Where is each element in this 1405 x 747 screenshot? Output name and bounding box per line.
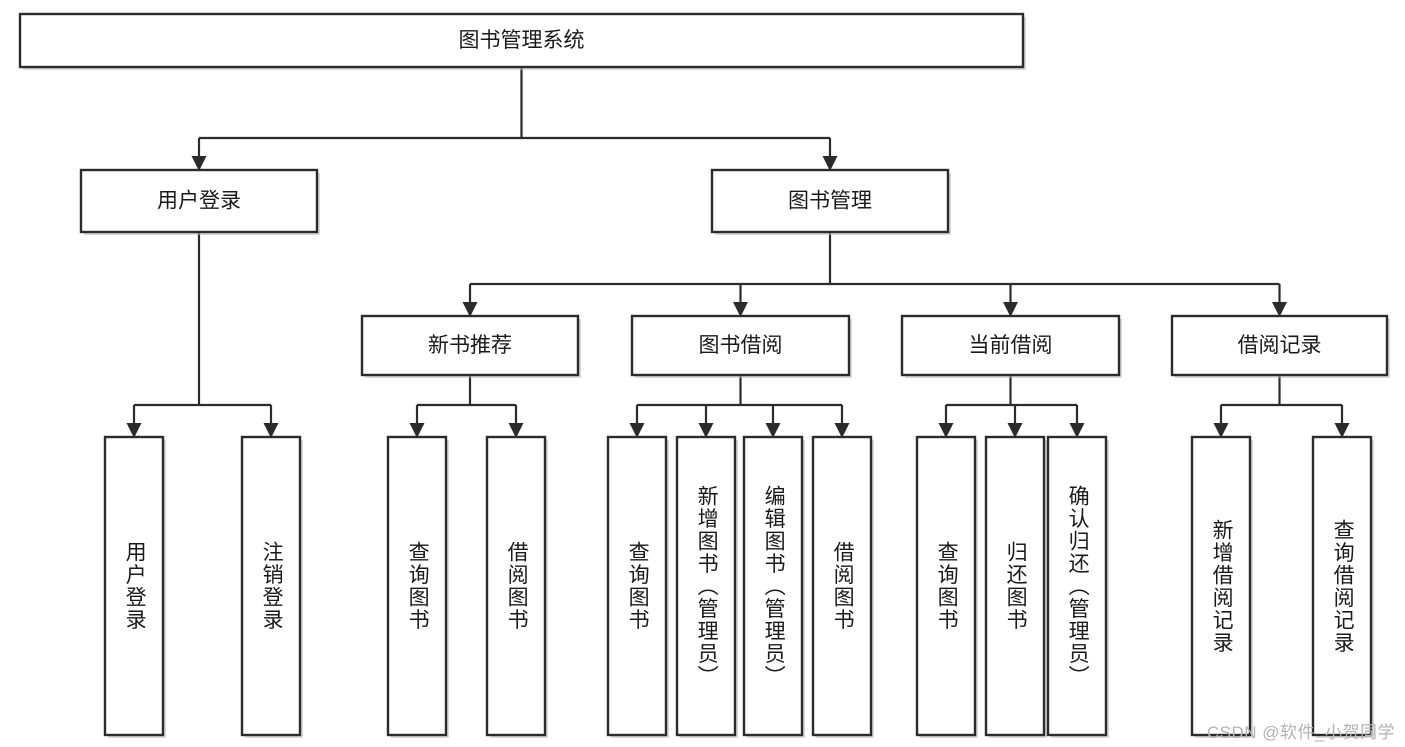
node-label: 用户登录 [157, 190, 241, 213]
edge-group-from-new-book-recommend [409, 375, 524, 438]
arrow-head-icon [938, 423, 954, 438]
node-leaf-query-borrow-record[interactable] [1311, 435, 1374, 738]
node-box[interactable] [900, 314, 1121, 377]
arrow-head-icon [409, 423, 425, 438]
node-root[interactable]: 图书管理系统 [18, 12, 1026, 70]
node-leaf-borrow-book-recommend[interactable] [485, 435, 548, 738]
arrow-head-icon [1069, 423, 1085, 438]
node-leaf-add-book-admin[interactable] [675, 435, 738, 738]
node-box[interactable] [1046, 435, 1108, 737]
arrow-head-icon [765, 423, 781, 438]
arrow-head-icon [263, 423, 279, 438]
node-label: 当前借阅 [969, 334, 1053, 357]
node-new-book-recommend[interactable]: 新书推荐 [360, 314, 581, 378]
node-box[interactable] [606, 435, 668, 737]
arrow-head-icon [1007, 423, 1023, 438]
edges-layer [126, 67, 1350, 438]
node-box[interactable] [386, 435, 448, 737]
edge-group-from-book-borrow [629, 375, 850, 438]
node-box[interactable] [915, 435, 977, 737]
edge-group-from-user-login [126, 232, 279, 438]
arrow-head-icon [834, 423, 850, 438]
edge-group-from-book-management [462, 232, 1287, 317]
arrow-head-icon [1213, 423, 1229, 438]
arrow-head-icon [629, 423, 645, 438]
node-box[interactable] [742, 435, 804, 737]
arrow-head-icon [1003, 302, 1018, 317]
node-box[interactable] [1311, 435, 1373, 737]
node-box[interactable] [630, 314, 851, 377]
arrow-head-icon [822, 156, 838, 171]
arrow-head-icon [698, 423, 714, 438]
node-box[interactable] [710, 168, 950, 234]
node-box[interactable] [1170, 314, 1389, 377]
node-label: 借阅记录 [1238, 334, 1322, 357]
node-box[interactable] [1190, 435, 1252, 737]
node-label: 图书管理 [788, 190, 872, 213]
node-label: 图书管理系统 [459, 29, 585, 52]
edge-group-from-borrow-record [1213, 375, 1350, 438]
arrow-head-icon [1272, 302, 1287, 317]
node-leaf-query-book[interactable] [606, 435, 669, 738]
arrow-head-icon [191, 156, 207, 171]
node-leaf-edit-book-admin[interactable] [742, 435, 805, 738]
node-leaf-borrow-book[interactable] [811, 435, 874, 738]
node-leaf-user-login[interactable] [103, 435, 166, 738]
arrow-head-icon [1334, 423, 1350, 438]
node-box[interactable] [103, 435, 165, 737]
node-book-borrow[interactable]: 图书借阅 [630, 314, 852, 378]
node-box[interactable] [984, 435, 1046, 737]
arrow-head-icon [508, 423, 524, 438]
arrow-head-icon [126, 423, 142, 438]
node-box[interactable] [18, 12, 1025, 69]
node-box[interactable] [240, 435, 302, 737]
node-box[interactable] [79, 168, 319, 234]
node-box[interactable] [360, 314, 580, 377]
node-leaf-query-book-current[interactable] [915, 435, 978, 738]
arrow-head-icon [733, 302, 748, 317]
node-leaf-add-borrow-record[interactable] [1190, 435, 1253, 738]
node-leaf-query-book-recommend[interactable] [386, 435, 449, 738]
node-leaf-return-book[interactable] [984, 435, 1047, 738]
node-box[interactable] [811, 435, 873, 737]
arrow-head-icon [462, 302, 478, 317]
node-label: 图书借阅 [699, 334, 783, 357]
watermark-text: CSDN @软件_小贺同学 [1206, 723, 1395, 742]
node-box[interactable] [485, 435, 547, 737]
node-book-management[interactable]: 图书管理 [710, 168, 951, 235]
edge-group-from-current-borrow [938, 375, 1085, 438]
node-user-login[interactable]: 用户登录 [79, 168, 320, 235]
node-box[interactable] [675, 435, 737, 737]
node-borrow-record[interactable]: 借阅记录 [1170, 314, 1390, 378]
node-label: 新书推荐 [428, 334, 512, 357]
node-leaf-confirm-return-admin[interactable] [1046, 435, 1109, 738]
edge-group-from-root [191, 67, 838, 171]
node-current-borrow[interactable]: 当前借阅 [900, 314, 1122, 378]
node-leaf-logout[interactable] [240, 435, 303, 738]
